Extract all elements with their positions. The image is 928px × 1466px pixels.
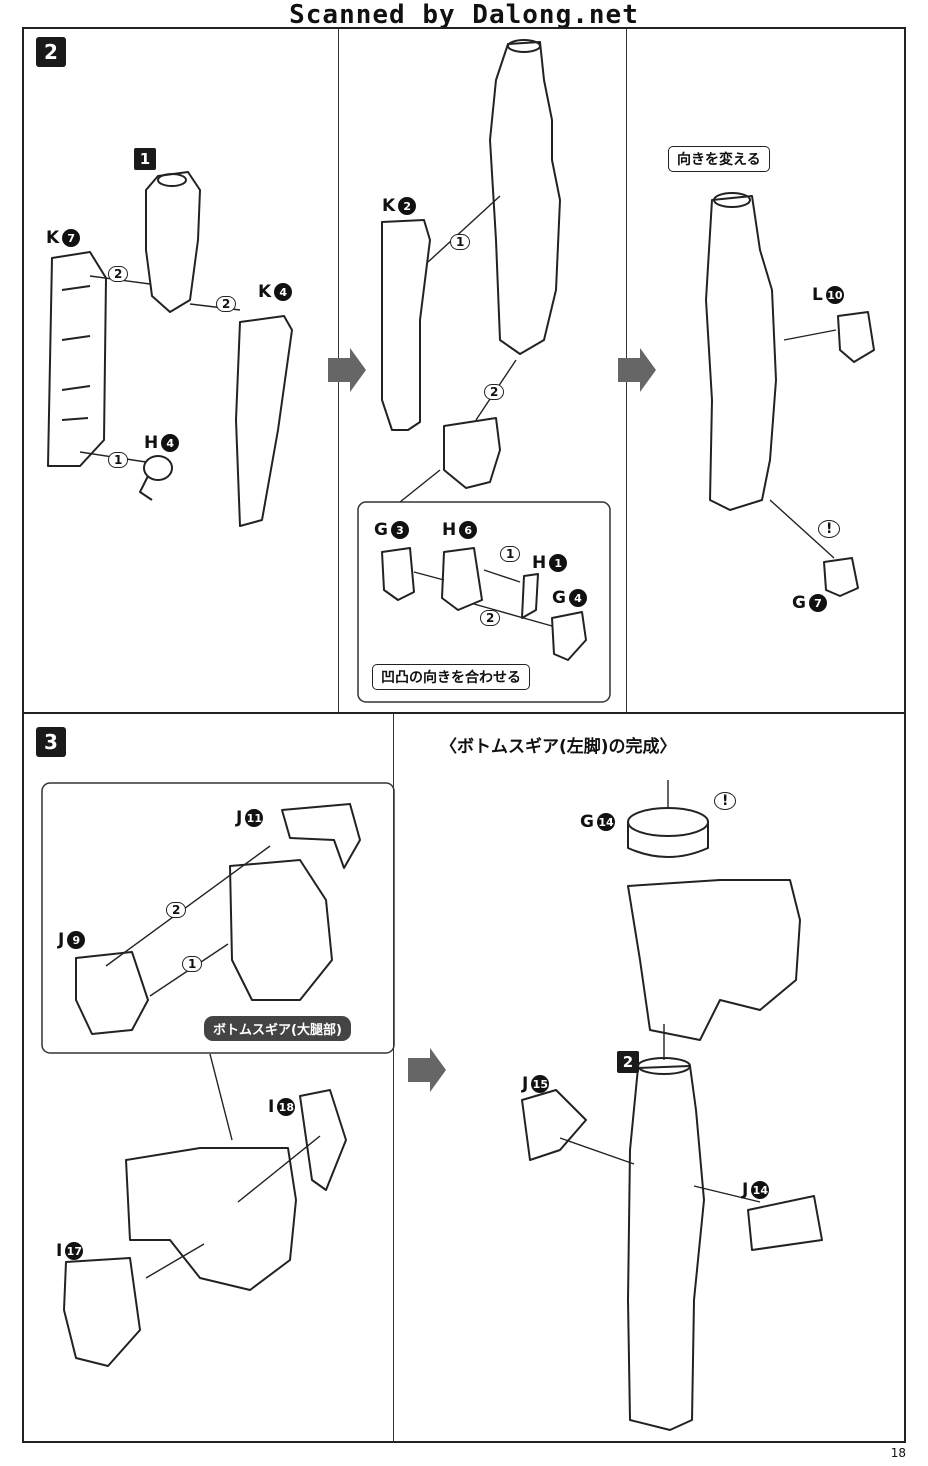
- order-mark-1: 1: [500, 546, 521, 562]
- order-mark-2: 2: [166, 902, 187, 918]
- order-mark-2: 2: [480, 610, 501, 626]
- step-2-marker: 2: [36, 37, 66, 67]
- completion-heading: 〈ボトムスギア(左脚)の完成〉: [440, 737, 677, 757]
- column-divider-3: [393, 714, 394, 1442]
- page-frame: [22, 27, 906, 1443]
- order-mark-2: 2: [108, 266, 129, 282]
- order-mark-2: 2: [484, 384, 505, 400]
- order-mark-2: 2: [216, 296, 237, 312]
- page-number: 18: [890, 1446, 906, 1460]
- order-mark-1: 1: [450, 234, 471, 250]
- callout-change-direction: 向きを変える: [668, 146, 770, 172]
- callout-align-concave: 凹凸の向きを合わせる: [372, 664, 530, 690]
- callout-thigh: ボトムスギア(大腿部): [204, 1016, 351, 1041]
- warning-icon: !: [818, 520, 841, 538]
- order-mark-1: 1: [108, 452, 129, 468]
- step-3-marker: 3: [36, 727, 66, 757]
- section-divider: [22, 712, 906, 714]
- watermark: Scanned by Dalong.net: [289, 0, 639, 30]
- warning-icon: !: [714, 792, 737, 810]
- order-mark-1: 1: [182, 956, 203, 972]
- sub-step-1-marker: 1: [134, 148, 156, 170]
- sub-step-2-marker: 2: [617, 1051, 639, 1073]
